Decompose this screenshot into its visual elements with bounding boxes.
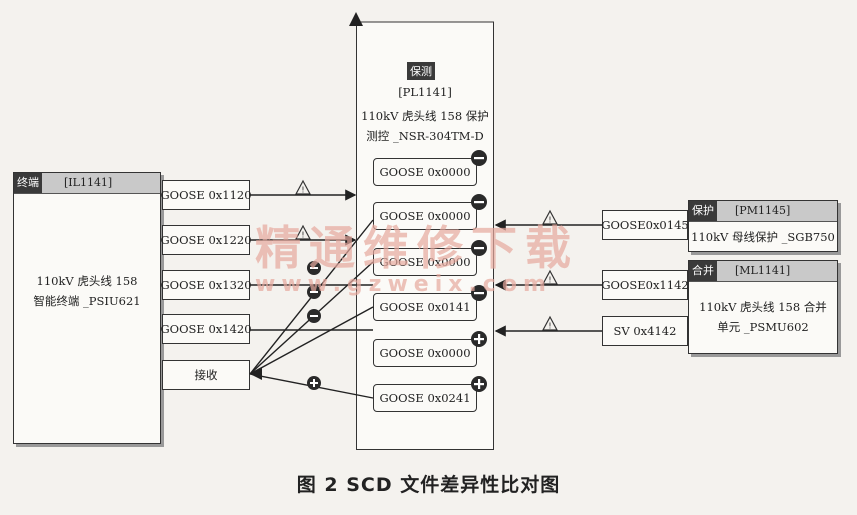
warning-icon [542, 316, 558, 332]
center-ied-id: [PL1141] [398, 85, 452, 99]
right-bottom-ied-name-2: 单元 _PSMU602 [717, 320, 809, 334]
fan-line-3 [249, 306, 374, 375]
center-row-5[interactable]: GOOSE 0x0000 [373, 339, 477, 367]
left-port-1[interactable]: GOOSE 0x1120 [160, 180, 252, 210]
right-top-ied-box: 保护 [PM1145] 110kV 母线保护 _SGB750 [688, 200, 838, 252]
receive-arrow-icon [250, 368, 262, 380]
figure-caption: 图 2 SCD 文件差异性比对图 [296, 474, 561, 496]
fan-badges [307, 261, 321, 390]
left-port-4[interactable]: GOOSE 0x1420 [160, 314, 252, 344]
left-ied-name-2: 智能终端 _PSIU621 [33, 294, 141, 308]
left-receive-port[interactable]: 接收 [162, 360, 250, 390]
left-ied-box: 终端 [IL1141] 110kV 虎头线 158 智能终端 _PSIU621 [13, 172, 161, 444]
warning-icon [295, 180, 311, 196]
center-row-4[interactable]: GOOSE 0x0141 [373, 293, 477, 321]
center-ied-name-1: 110kV 虎头线 158 保护 [361, 109, 489, 123]
left-ied-tag: 终端 [14, 173, 42, 193]
left-port-2[interactable]: GOOSE 0x1220 [160, 225, 252, 255]
watermark-url: www.gzweix.com [255, 272, 552, 297]
left-ied-header: 终端 [IL1141] [14, 173, 160, 194]
center-ied-name-2: 测控 _NSR-304TM-D [366, 129, 484, 143]
left-ied-name-1: 110kV 虎头线 158 [36, 274, 138, 288]
right-bottom-ied-header: 合并 [ML1141] [689, 261, 837, 282]
watermark-text: 精通维修下载 [255, 221, 579, 275]
center-row-2[interactable]: GOOSE 0x0000 [373, 202, 477, 230]
right-top-port[interactable]: GOOSE0x0145 [601, 210, 689, 240]
right-bottom-ied-name-1: 110kV 虎头线 158 合并 [699, 300, 827, 314]
right-top-ied-name: 110kV 母线保护 _SGB750 [691, 230, 835, 244]
center-top-arrow-icon [349, 12, 363, 26]
row-badges [471, 150, 487, 392]
center-ied-box [356, 22, 494, 450]
right-top-ied-id: [PM1145] [735, 204, 791, 217]
right-top-ied-tag: 保护 [689, 201, 717, 221]
right-bottom-port-1[interactable]: GOOSE0x1142 [601, 270, 689, 300]
center-ied-tag: 保测 [407, 62, 435, 80]
left-port-3[interactable]: GOOSE 0x1320 [160, 270, 252, 300]
center-row-6[interactable]: GOOSE 0x0241 [373, 384, 477, 412]
center-row-3[interactable]: GOOSE 0x0000 [373, 248, 477, 276]
right-bottom-ied-box: 合并 [ML1141] 110kV 虎头线 158 合并 单元 _PSMU602 [688, 260, 838, 354]
right-bottom-ied-id: [ML1141] [735, 264, 791, 277]
right-bottom-ied-tag: 合并 [689, 261, 717, 281]
left-ied-id: [IL1141] [64, 176, 113, 189]
right-bottom-port-2[interactable]: SV 0x4142 [602, 316, 688, 346]
right-top-ied-header: 保护 [PM1145] [689, 201, 837, 222]
center-row-1[interactable]: GOOSE 0x0000 [373, 158, 477, 186]
